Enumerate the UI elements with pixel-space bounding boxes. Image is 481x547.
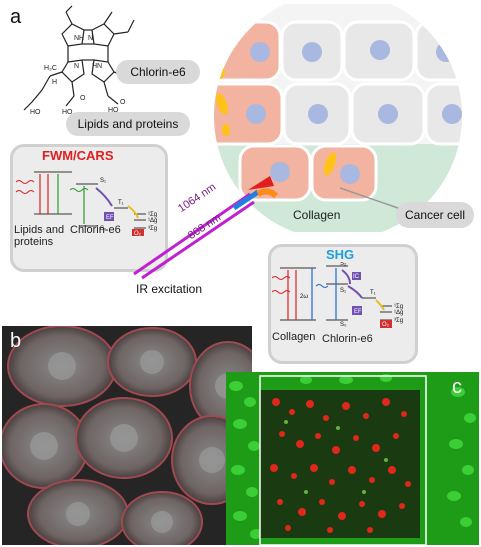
svg-text:HO: HO	[62, 109, 73, 116]
svg-text:¹Σg: ¹Σg	[148, 212, 157, 218]
collagen-label: Collagen	[293, 208, 341, 222]
panel-b-micrograph	[2, 326, 252, 545]
svg-text:S₀: S₀	[340, 322, 347, 328]
svg-text:N: N	[88, 35, 93, 42]
svg-text:S₁: S₁	[340, 288, 346, 294]
svg-text:EF: EF	[106, 215, 114, 221]
svg-text:2ω: 2ω	[300, 294, 308, 300]
fwm-energy-diagram: S₁ T₁ S₀ EF O₂ ¹Σg ¹Δg ³Σg	[15, 171, 157, 236]
svg-text:IC: IC	[353, 274, 360, 280]
cancer-cell-callout: Cancer cell	[396, 202, 474, 228]
svg-text:O₂: O₂	[382, 322, 390, 328]
svg-text:³Σg: ³Σg	[394, 318, 403, 324]
fwm-cars-title: FWM/CARS	[42, 148, 114, 163]
svg-text:¹Δg: ¹Δg	[394, 310, 403, 316]
svg-text:T₁: T₁	[118, 200, 124, 206]
fwm-cars-box	[10, 144, 168, 272]
shg-title: SHG	[326, 247, 355, 262]
svg-text:NH: NH	[74, 35, 84, 42]
svg-text:¹Σg: ¹Σg	[394, 304, 403, 310]
shg-right-caption: Chlorin-e6	[322, 333, 373, 345]
svg-text:H: H	[52, 79, 57, 86]
lipids-callout: Lipids and proteins	[66, 112, 190, 136]
fwm-left-caption: Lipids and proteins	[14, 224, 65, 248]
svg-text:HO: HO	[108, 107, 119, 114]
chlorin-e6-callout: Chlorin-e6	[116, 60, 200, 84]
panel-c-cells	[226, 372, 479, 545]
cell	[414, 20, 462, 82]
panel-b-label: b	[10, 330, 22, 352]
ir-excitation-label: IR excitation	[136, 282, 203, 296]
svg-text:S₁: S₁	[100, 178, 106, 184]
shg-box	[268, 244, 418, 364]
panel-c-micrograph	[226, 372, 479, 545]
panel-c-label: c	[452, 376, 462, 398]
svg-text:T₁: T₁	[370, 290, 376, 296]
svg-text:O: O	[80, 95, 86, 102]
shg-energy-diagram: S₂ S₁ T₁ S₀ 2ω IC EF O₂ ¹Σg ¹Δg ³Σg	[272, 262, 403, 328]
svg-text:O: O	[120, 99, 126, 106]
panel-a-label: a	[10, 6, 22, 28]
svg-text:¹Δg: ¹Δg	[148, 218, 157, 224]
fwm-right-caption: Chlorin-e6	[70, 224, 121, 236]
svg-text:H₃C: H₃C	[44, 65, 57, 72]
svg-text:³Σg: ³Σg	[148, 226, 157, 232]
svg-text:HN: HN	[92, 63, 102, 70]
svg-text:O₂: O₂	[134, 231, 142, 236]
svg-text:HO: HO	[30, 109, 41, 116]
svg-text:N: N	[74, 63, 79, 70]
laser-beams	[133, 176, 279, 280]
shg-left-caption: Collagen	[272, 331, 316, 343]
panel-b-cells	[2, 326, 252, 545]
cancer-cell-2	[214, 82, 284, 146]
svg-text:S₀: S₀	[100, 226, 107, 232]
cancer-cell-pointer	[340, 187, 399, 209]
svg-text:S₂: S₂	[340, 262, 347, 267]
svg-text:EF: EF	[354, 309, 362, 315]
